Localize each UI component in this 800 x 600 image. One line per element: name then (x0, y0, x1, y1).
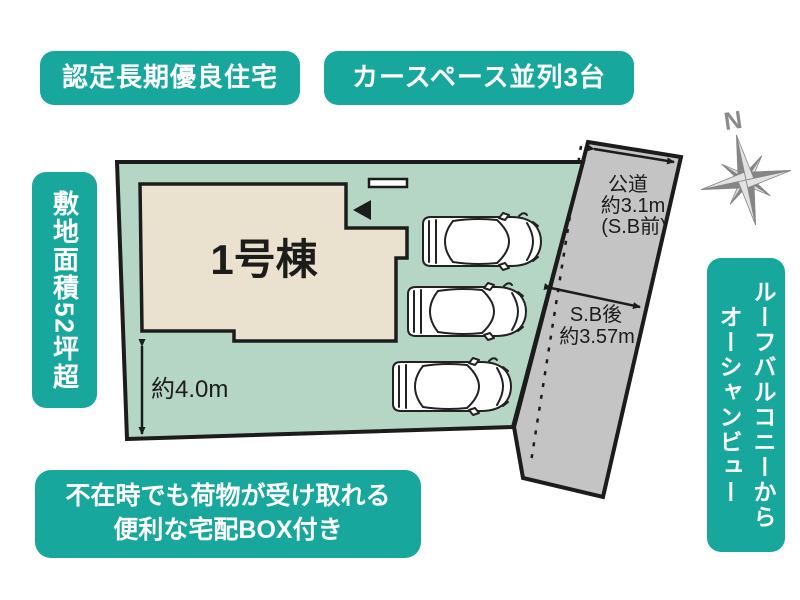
badge-ocean-view-line1: ルーフバルコニーから (750, 280, 776, 530)
depth-dimension-label: 約4.0m (151, 376, 228, 403)
badge-delivery-box: 不在時でも荷物が受け取れる 便利な宅配BOX付き (35, 470, 421, 558)
badge-ocean-view-line2: オーシャンビュー (716, 305, 742, 505)
badge-delivery-line1: 不在時でも荷物が受け取れる (65, 482, 391, 511)
compass-n-label: N (722, 106, 744, 136)
badge-site-area: 敷地面積52坪超 (32, 172, 97, 408)
porch-step-icon (367, 177, 409, 189)
car-icon (392, 357, 512, 416)
badge-delivery-line2: 便利な宅配BOX付き (113, 516, 343, 544)
road-width-arrow (586, 144, 675, 165)
building-label: 1号棟 (210, 236, 318, 283)
badge-car-space-label: カースペース並列3台 (351, 62, 607, 93)
car-icon (407, 282, 527, 341)
compass-rose-icon: N (700, 106, 792, 226)
road-label-line2: 約3.1m (601, 194, 665, 217)
setback-label-line2: 約3.57m (559, 325, 635, 348)
setback-width-arrow (543, 283, 641, 309)
badge-car-space: カースペース並列3台 (324, 51, 634, 105)
building-outline (138, 182, 409, 343)
badge-site-area-label: 敷地面積52坪超 (49, 189, 80, 391)
road-label-line1: 公道 (608, 173, 648, 196)
badge-ocean-view: ルーフバルコニーから オーシャンビュー (707, 258, 785, 552)
entrance-arrow-icon (353, 200, 371, 220)
road-label-line3: (S.B前) (601, 215, 667, 238)
car-icon (422, 212, 542, 271)
setback-label-line1: S.B後 (570, 303, 622, 326)
badge-certified-label: 認定長期優良住宅 (61, 62, 278, 93)
badge-certified-housing: 認定長期優良住宅 (40, 51, 300, 105)
